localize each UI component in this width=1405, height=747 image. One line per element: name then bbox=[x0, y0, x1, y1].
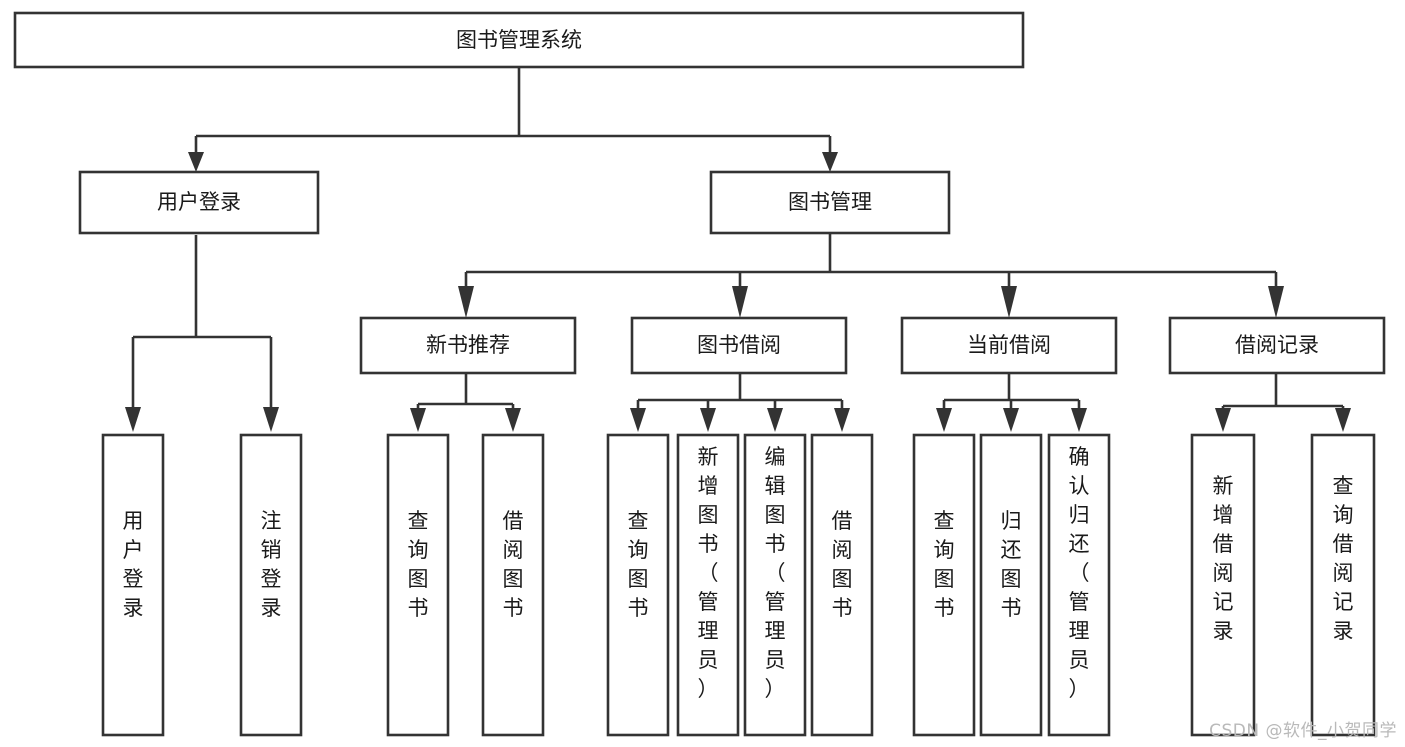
arrow-leaf-user-logout bbox=[263, 407, 279, 432]
leaf-return-book-label: 归还图书 bbox=[1001, 509, 1022, 620]
node-leaf-user-logout[interactable]: 注销登录 bbox=[239, 433, 303, 737]
arrow-borrow-record bbox=[1268, 286, 1284, 318]
arrow-leaf-query-record bbox=[1335, 408, 1351, 432]
leaf-query-record-label: 查询借阅记录 bbox=[1333, 474, 1354, 643]
leaf-confirm-return-label: 确认归还（管理员） bbox=[1069, 445, 1090, 701]
node-leaf-borrow-book-1[interactable]: 借阅图书 bbox=[481, 433, 545, 737]
node-leaf-query-book-2[interactable]: 查询图书 bbox=[606, 433, 670, 737]
leaf-query-book-2-label: 查询图书 bbox=[628, 509, 649, 620]
arrow-new-book-rec bbox=[458, 286, 474, 318]
node-new-book-rec-label: 新书推荐 bbox=[426, 333, 510, 357]
arrow-leaf-edit-book bbox=[767, 408, 783, 432]
node-root[interactable]: 图书管理系统 bbox=[13, 11, 1025, 69]
leaf-add-book-label: 新增图书（管理员） bbox=[698, 445, 719, 701]
node-user-login[interactable]: 用户登录 bbox=[78, 170, 320, 235]
node-borrow-record-label: 借阅记录 bbox=[1235, 333, 1319, 357]
node-leaf-add-record[interactable]: 新增借阅记录 bbox=[1190, 433, 1256, 737]
node-leaf-query-book-3[interactable]: 查询图书 bbox=[912, 433, 976, 737]
arrow-leaf-query-book-3 bbox=[936, 408, 952, 432]
arrow-leaf-user-login bbox=[125, 407, 141, 432]
node-root-label: 图书管理系统 bbox=[456, 28, 582, 52]
arrow-leaf-query-book-2 bbox=[630, 408, 646, 432]
arrow-user-login bbox=[188, 152, 204, 172]
edges bbox=[125, 67, 1351, 432]
node-leaf-borrow-book-2[interactable]: 借阅图书 bbox=[810, 433, 874, 737]
node-leaf-edit-book[interactable]: 编辑图书（管理员） bbox=[743, 433, 807, 737]
node-borrow-record[interactable]: 借阅记录 bbox=[1168, 316, 1386, 375]
node-book-manage-label: 图书管理 bbox=[788, 190, 872, 214]
leaf-edit-book-label: 编辑图书（管理员） bbox=[765, 445, 786, 701]
arrow-leaf-add-book bbox=[700, 408, 716, 432]
node-book-manage[interactable]: 图书管理 bbox=[709, 170, 951, 235]
arrow-leaf-confirm-return bbox=[1071, 408, 1087, 432]
leaf-borrow-book-1-label: 借阅图书 bbox=[503, 509, 524, 620]
node-user-login-label: 用户登录 bbox=[157, 190, 241, 214]
arrow-leaf-add-record bbox=[1215, 408, 1231, 432]
leaf-add-record-label: 新增借阅记录 bbox=[1213, 474, 1234, 643]
node-leaf-user-login[interactable]: 用户登录 bbox=[101, 433, 165, 737]
arrow-book-manage bbox=[822, 152, 838, 172]
arrow-book-borrow bbox=[732, 286, 748, 318]
node-leaf-query-book-1[interactable]: 查询图书 bbox=[386, 433, 450, 737]
arrow-leaf-query-book-1 bbox=[410, 408, 426, 432]
node-new-book-rec[interactable]: 新书推荐 bbox=[359, 316, 577, 375]
node-current-borrow-label: 当前借阅 bbox=[967, 333, 1051, 357]
node-leaf-query-record[interactable]: 查询借阅记录 bbox=[1310, 433, 1376, 737]
arrow-leaf-return-book bbox=[1003, 408, 1019, 432]
node-leaf-confirm-return[interactable]: 确认归还（管理员） bbox=[1047, 433, 1111, 737]
node-book-borrow-label: 图书借阅 bbox=[697, 333, 781, 357]
arrow-leaf-borrow-book-1 bbox=[505, 408, 521, 432]
leaf-query-book-3-label: 查询图书 bbox=[934, 509, 955, 620]
arrow-current-borrow bbox=[1001, 286, 1017, 318]
leaf-query-book-1-label: 查询图书 bbox=[408, 509, 429, 620]
node-leaf-add-book[interactable]: 新增图书（管理员） bbox=[676, 433, 740, 737]
arrow-leaf-borrow-book-2 bbox=[834, 408, 850, 432]
leaf-user-logout-label: 注销登录 bbox=[261, 509, 282, 620]
node-book-borrow[interactable]: 图书借阅 bbox=[630, 316, 848, 375]
node-leaf-return-book[interactable]: 归还图书 bbox=[979, 433, 1043, 737]
leaf-borrow-book-2-label: 借阅图书 bbox=[832, 509, 853, 620]
leaf-user-login-label: 用户登录 bbox=[123, 509, 144, 620]
node-current-borrow[interactable]: 当前借阅 bbox=[900, 316, 1118, 375]
